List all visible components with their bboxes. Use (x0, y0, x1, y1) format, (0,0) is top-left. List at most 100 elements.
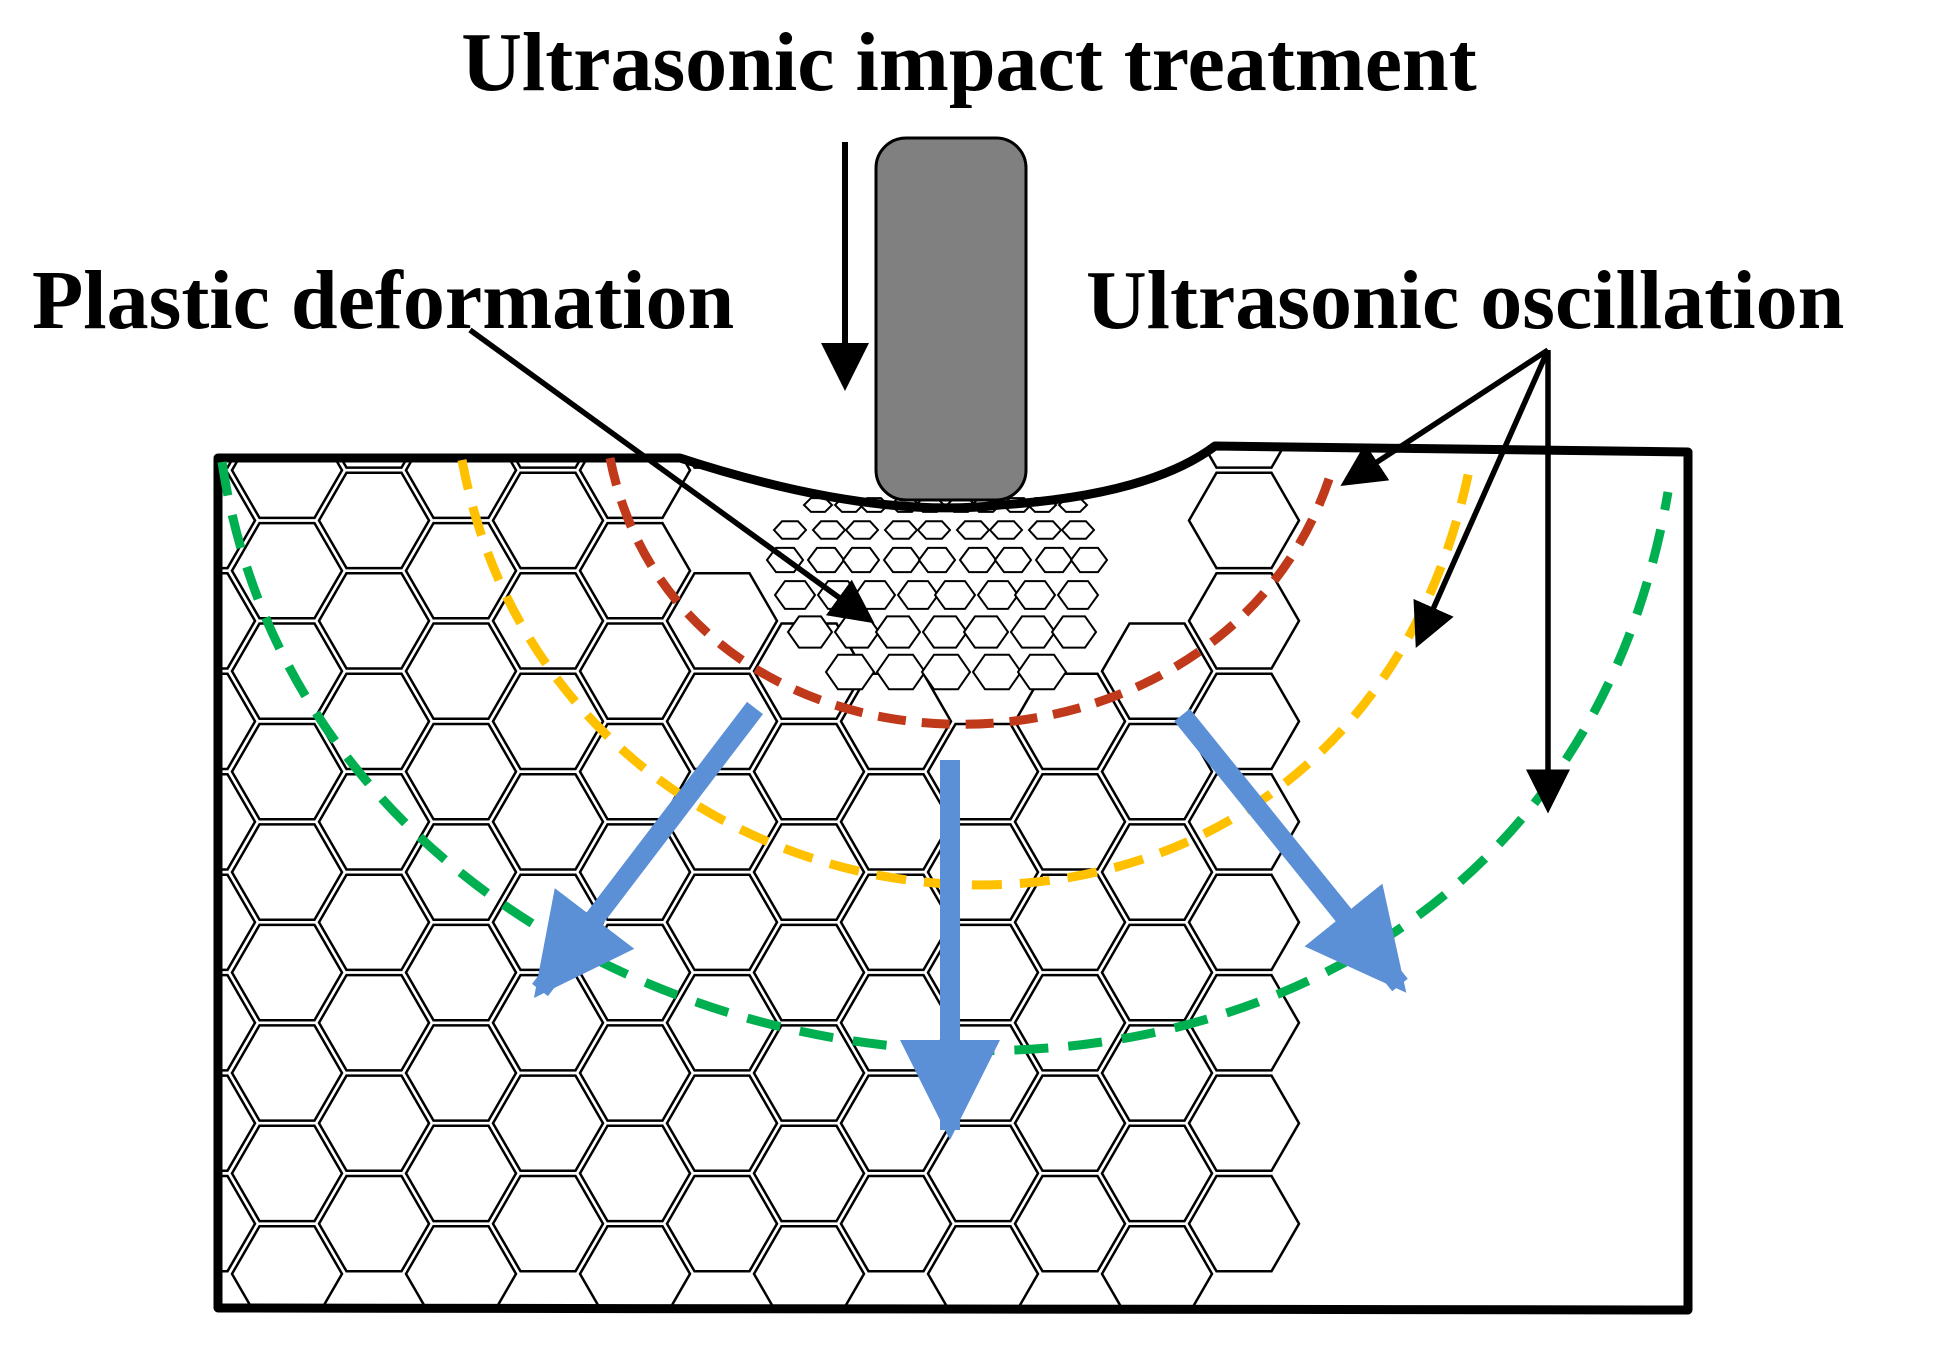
grain-cell (752, 1124, 866, 1223)
fine-grain-cell (916, 520, 952, 540)
fine-grain-cell (1034, 546, 1074, 574)
fine-grain-cell (786, 615, 834, 649)
grain-cell (578, 1225, 692, 1310)
grain-cell (491, 572, 605, 670)
fine-grain-cell (993, 546, 1033, 574)
grain-cell (404, 1024, 518, 1122)
grain-cell (926, 1124, 1040, 1223)
grain-cell (218, 471, 257, 570)
fine-grain-cell (1060, 520, 1096, 540)
fine-grain-cell (883, 520, 919, 540)
propagation-arrow-right (1174, 708, 1408, 993)
grain-cell (218, 572, 257, 670)
title-label: Ultrasonic impact treatment (461, 16, 1477, 109)
grain-cell (926, 823, 1040, 921)
grain-cell (665, 873, 779, 972)
grain-cell (230, 1024, 344, 1122)
grain-cell (665, 1074, 779, 1173)
grain-cell (230, 722, 344, 821)
fine-grain-cell (896, 580, 940, 610)
grain-cell (491, 471, 605, 570)
fine-grain-cell (933, 580, 977, 610)
grain-cell (578, 1024, 692, 1122)
grain-cell (317, 572, 431, 670)
grain-cell (230, 1225, 344, 1310)
grain-cell (1187, 1174, 1301, 1273)
fine-grain-cell (962, 615, 1010, 649)
grain-cell (230, 446, 344, 520)
grain-cell (404, 1124, 518, 1223)
fine-grain-cell (958, 546, 998, 574)
grain-cell (665, 572, 779, 670)
grain-cell (839, 873, 953, 972)
grain-cell (752, 1024, 866, 1122)
grain-cell (1187, 471, 1301, 570)
fine-deformed-grains (765, 497, 1109, 691)
grain-cell (218, 672, 257, 771)
oscillation-wave-red (605, 457, 1335, 729)
grain-cell (578, 923, 692, 1022)
grain-cell (230, 923, 344, 1022)
grain-cell (317, 446, 431, 469)
grain-cell (1013, 772, 1127, 871)
grain-cell (317, 1074, 431, 1173)
grain-cell (317, 772, 431, 871)
fine-grain-cell (874, 615, 922, 649)
grain-cell (1013, 1174, 1127, 1273)
fine-grain-cell (844, 520, 880, 540)
grain-cell (1187, 572, 1301, 670)
ultrasonic-oscillation-label: Ultrasonic oscillation (1086, 254, 1844, 347)
grain-cell (218, 446, 257, 469)
grain-cell (404, 1225, 518, 1310)
oscillation-pointers (1340, 347, 1570, 814)
fine-grain-cell (1050, 615, 1098, 649)
fine-grain-cell (841, 546, 881, 574)
fine-grain-cell (1056, 580, 1100, 610)
grain-cell (1100, 823, 1214, 921)
grain-cell (491, 1174, 605, 1273)
fine-grain-cell (1027, 520, 1063, 540)
fine-grain-cell (853, 580, 897, 610)
grain-cell (491, 772, 605, 871)
grain-cell (1013, 1074, 1127, 1173)
grain-cell (578, 622, 692, 721)
grain-cell (218, 1074, 257, 1173)
grain-cell (1100, 1225, 1214, 1310)
grain-cell (926, 923, 1040, 1022)
grain-cell (317, 672, 431, 771)
grain-cell (317, 973, 431, 1072)
grain-cell (1187, 446, 1301, 469)
grain-cell (665, 672, 779, 771)
fine-grain-cell (988, 520, 1024, 540)
plastic-deformation-pointer (468, 327, 875, 624)
grain-cell (1187, 772, 1301, 871)
grain-cell (404, 446, 518, 520)
grain-cell (752, 823, 866, 921)
grain-cell (839, 973, 953, 1072)
grain-cell (578, 446, 692, 520)
grain-cell (218, 873, 257, 972)
grain-cell (578, 1124, 692, 1223)
fine-grain-cell (875, 653, 927, 691)
grain-cell (665, 1174, 779, 1273)
grain-cell (1013, 873, 1127, 972)
fine-grain-cell (1013, 580, 1057, 610)
fine-grain-cell (824, 653, 876, 691)
ultrasonic-tool-icon (874, 136, 1028, 502)
fine-grain-cell (955, 520, 991, 540)
plastic-deformation-label: Plastic deformation (32, 254, 734, 347)
grain-cell (1187, 1074, 1301, 1173)
grain-cell (491, 446, 605, 469)
fine-grain-cell (772, 520, 808, 540)
grain-cell (404, 722, 518, 821)
fine-grain-cell (1069, 546, 1109, 574)
fine-grain-cell (917, 546, 957, 574)
fine-grain-cell (921, 615, 969, 649)
fine-grain-cell (1009, 615, 1057, 649)
grain-cell (317, 471, 431, 570)
grain-cell (218, 1174, 257, 1273)
grain-cell (1187, 873, 1301, 972)
fine-grain-cell (811, 520, 847, 540)
grain-cell (1100, 1124, 1214, 1223)
